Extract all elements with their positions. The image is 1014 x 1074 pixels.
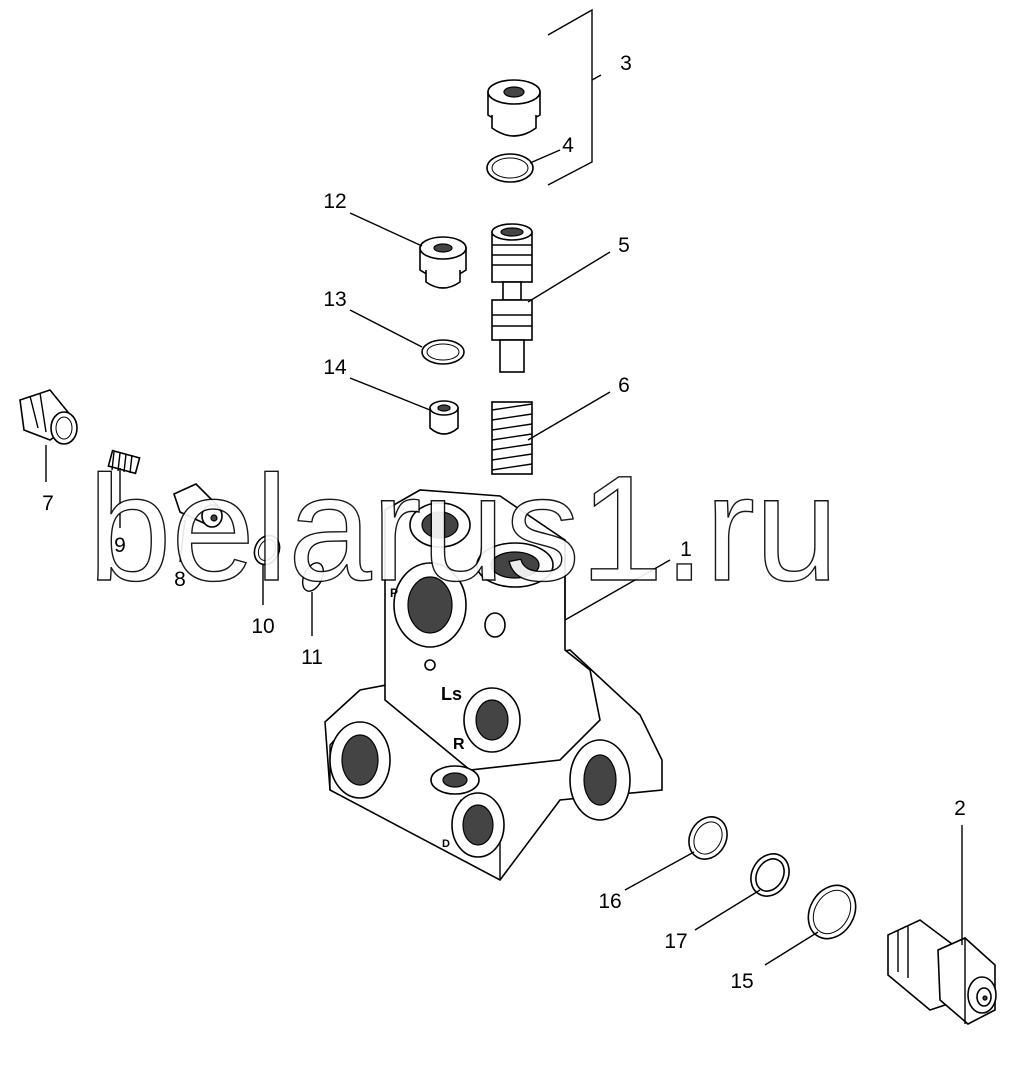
watermark: belarus1.ru: [88, 444, 838, 612]
plug-part-12: [419, 236, 467, 289]
plug-part-14: [429, 400, 459, 435]
callout-16: 16: [598, 890, 621, 913]
callout-9: 9: [114, 534, 126, 557]
plug-part-3: [487, 79, 541, 137]
callout-4: 4: [562, 134, 574, 157]
valve-body: P Ls R D: [324, 489, 663, 882]
port-marking-r: R: [453, 736, 465, 753]
callout-6: 6: [618, 374, 630, 397]
callout-15: 15: [730, 970, 753, 993]
relief-valve-part-2: [887, 919, 997, 1025]
port-marking-d: D: [442, 838, 450, 850]
callout-1: 1: [680, 538, 692, 561]
callout-8: 8: [174, 568, 186, 591]
callout-11: 11: [301, 646, 323, 669]
poppet-part-8: [173, 483, 223, 528]
callout-5: 5: [618, 234, 630, 257]
group-bracket-3: [547, 8, 593, 186]
spring-part-6: [491, 401, 533, 475]
callout-3: 3: [620, 52, 632, 75]
callout-7: 7: [42, 492, 54, 515]
leader-lines: [45, 74, 963, 966]
callout-2: 2: [954, 797, 966, 820]
callout-labels: 3 4 5 6 1 2 12 13 14 7 9 8 10 11 16 17 1…: [42, 52, 966, 993]
port-marking-p: P: [390, 586, 398, 600]
callout-10: 10: [251, 615, 274, 638]
spool-part-5: [491, 223, 533, 373]
callout-14: 14: [323, 356, 347, 379]
o-ring-part-11: [301, 562, 325, 592]
callout-12: 12: [323, 190, 346, 213]
fitting-part-7: [19, 389, 78, 445]
spring-part-9: [107, 449, 141, 475]
port-marking-ls: Ls: [441, 684, 462, 704]
callout-17: 17: [664, 930, 687, 953]
callout-13: 13: [323, 288, 346, 311]
